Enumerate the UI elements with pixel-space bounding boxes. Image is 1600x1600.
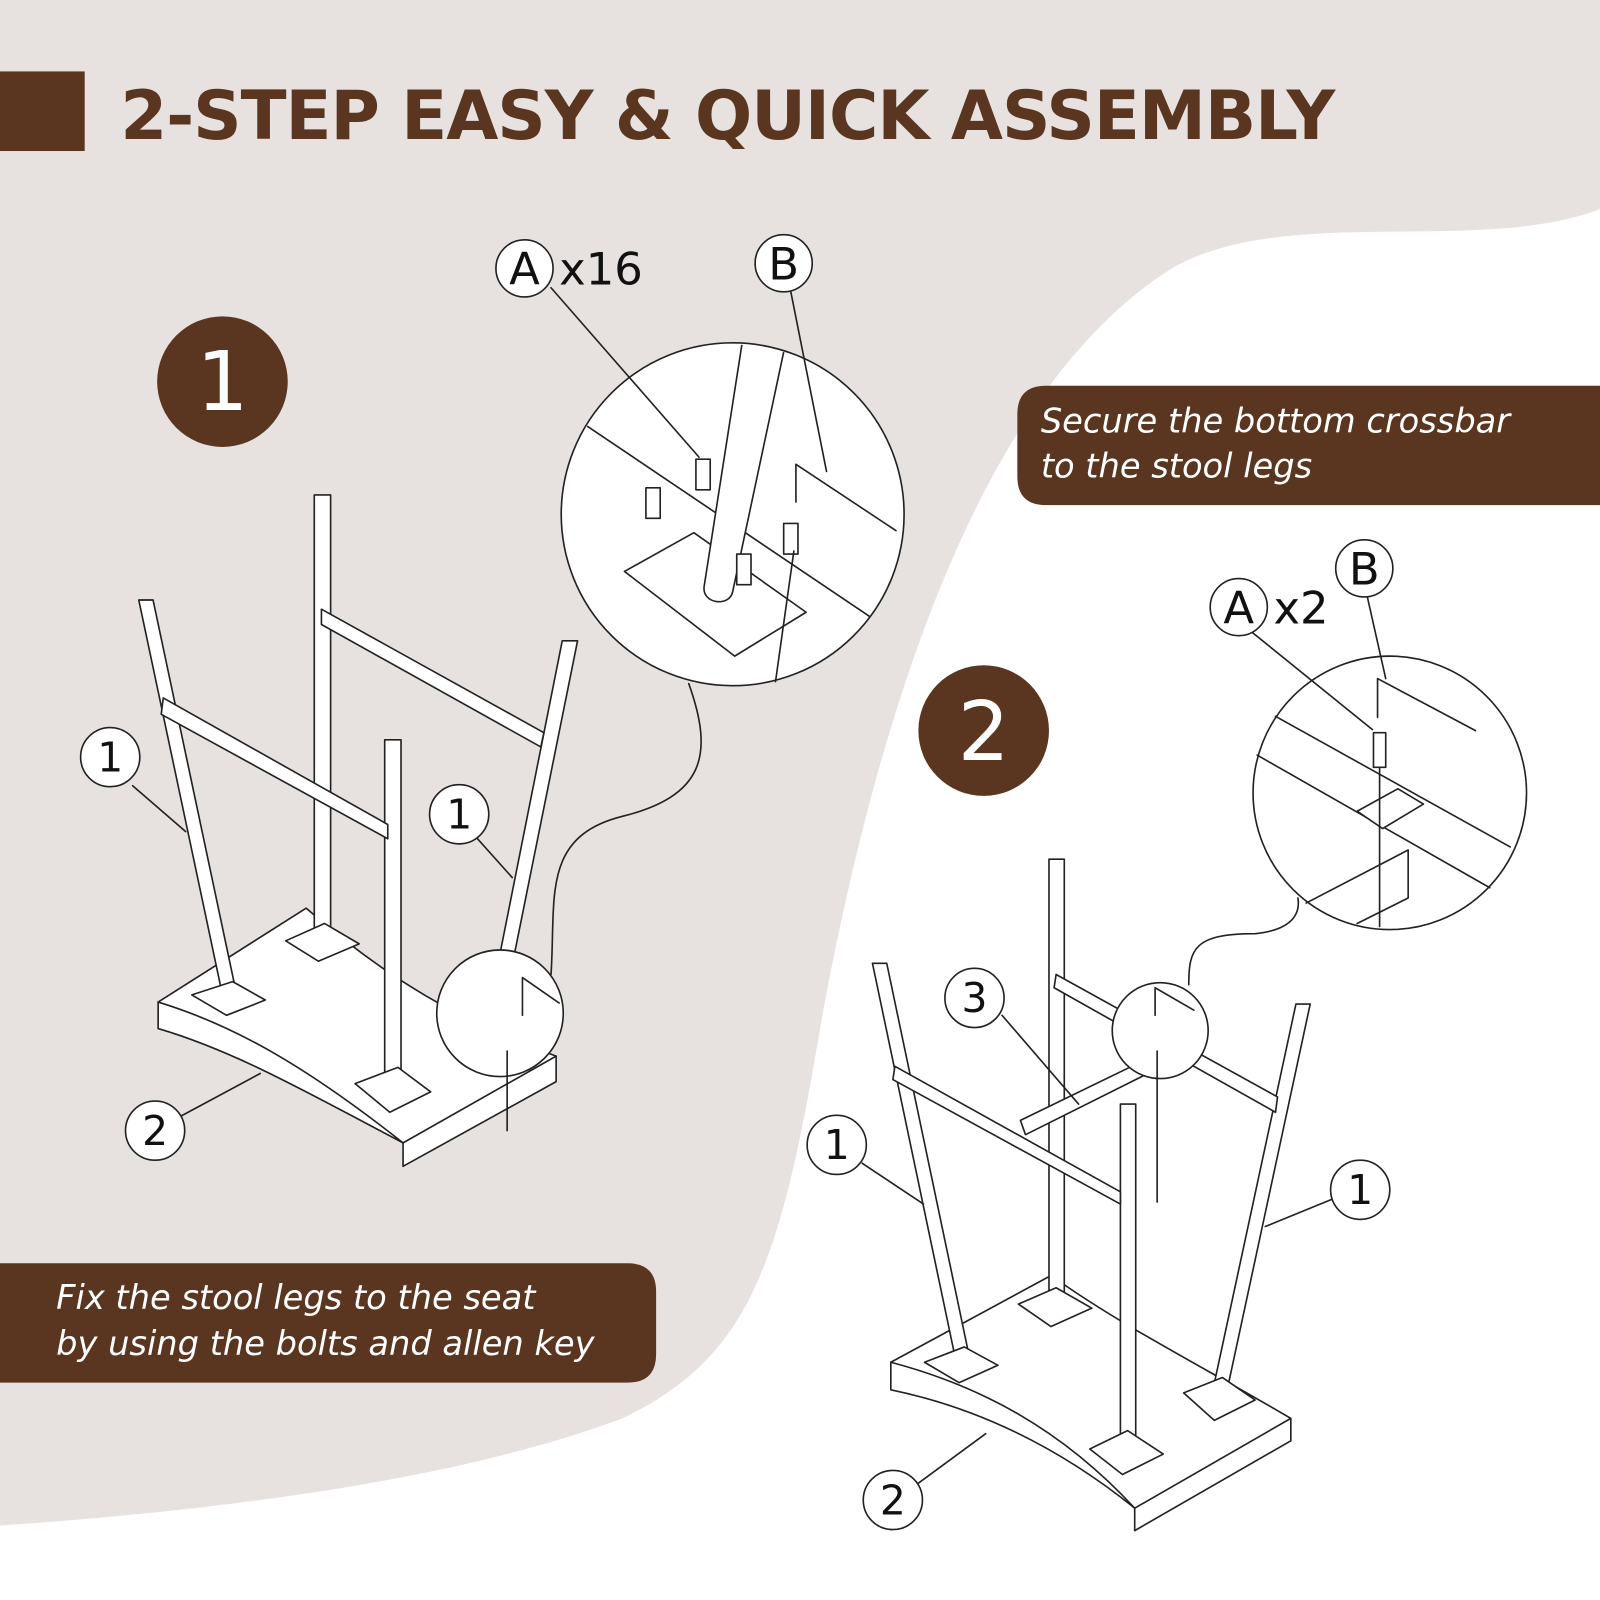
step1-callouts: A x16 B 1 1 2 — [79, 233, 828, 1162]
step1-caption-line1: Fix the stool legs to the seat — [56, 1278, 537, 1317]
callout-seat-2: 2 — [880, 1476, 906, 1524]
page-title: 2-STEP EASY & QUICK ASSEMBLY — [120, 76, 1336, 155]
title-accent-block — [0, 71, 85, 152]
callout-part-a-qty: x16 — [559, 243, 643, 296]
step1-number: 1 — [196, 335, 248, 430]
callout-seat: 2 — [142, 1107, 168, 1155]
step1-stool-drawing — [137, 494, 702, 1168]
step2-badge: 2 — [918, 665, 1049, 796]
callout-crossbar: 3 — [962, 974, 988, 1022]
step1-detail-view — [560, 342, 905, 687]
callout-part-b-2: B — [1349, 543, 1380, 596]
step2-caption: Secure the bottom crossbar to the stool … — [1017, 385, 1600, 506]
step2-caption-line1: Secure the bottom crossbar — [1041, 402, 1512, 441]
callout-part-a-qty-2: x2 — [1273, 581, 1328, 634]
callout-leg-right: 1 — [446, 791, 472, 839]
callout-part-b: B — [768, 238, 799, 291]
step1-caption: Fix the stool legs to the seat by using … — [0, 1263, 657, 1383]
step2-detail-view — [1252, 655, 1528, 931]
callout-part-a: A — [509, 243, 540, 296]
step1-badge: 1 — [157, 316, 288, 447]
callout-leg-left-2: 1 — [824, 1121, 850, 1169]
step2-stool-drawing — [871, 858, 1312, 1532]
step2-number: 2 — [958, 685, 1010, 780]
step2-callouts: A x2 B 3 1 1 2 — [806, 538, 1394, 1531]
step1-caption-line2: by using the bolts and allen key — [56, 1324, 596, 1363]
callout-leg-right-2: 1 — [1347, 1166, 1373, 1214]
step2-caption-line2: to the stool legs — [1041, 447, 1312, 486]
white-panel — [0, 209, 1600, 1600]
callout-leg-left: 1 — [97, 733, 123, 781]
callout-part-a-2: A — [1223, 581, 1254, 634]
